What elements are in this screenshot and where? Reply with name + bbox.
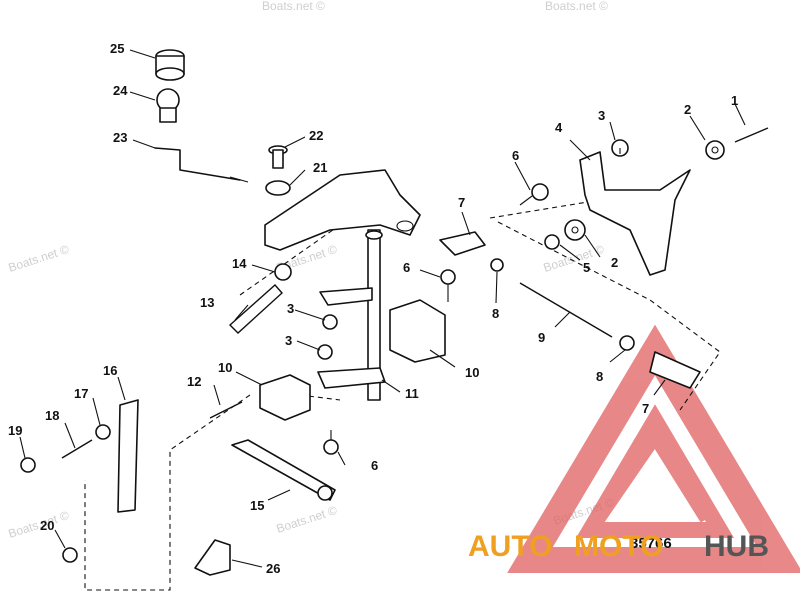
part-threaded-rod (519, 282, 613, 338)
callout-4: 4 (555, 120, 563, 135)
part-link-end-lower (649, 351, 701, 389)
part-upper-lever (319, 287, 373, 306)
brand-part-moto: MOTO (574, 530, 663, 563)
part-nut-8a (490, 258, 504, 272)
callout-1: 1 (731, 93, 738, 108)
callout-23: 23 (113, 130, 127, 145)
part-washer-2b (564, 219, 586, 241)
part-throttle-arm (264, 169, 421, 251)
diagram-number: 35766 (630, 535, 672, 552)
callout-26: 26 (266, 561, 280, 576)
part-bracket-plate (579, 151, 691, 276)
callout-6: 6 (403, 260, 410, 275)
watermark: Boats.net © (545, 0, 608, 13)
part-link-rod (154, 147, 241, 181)
callout-11: 11 (405, 386, 419, 401)
callout-6: 6 (512, 148, 519, 163)
callout-2: 2 (611, 255, 618, 270)
part-ball-stud (323, 183, 549, 455)
callout-5: 5 (583, 260, 590, 275)
callout-18: 18 (45, 408, 59, 423)
callout-13: 13 (200, 295, 214, 310)
callout-2: 2 (684, 102, 691, 117)
part-block-right (389, 299, 446, 363)
watermark: Boats.net © (275, 503, 339, 536)
callout-25: 25 (110, 41, 124, 56)
brand-part-hub: HUB (704, 530, 769, 563)
part-block-left (259, 374, 311, 421)
leader-lines (19, 49, 746, 568)
part-lever-arm (117, 399, 139, 513)
callout-12: 12 (187, 374, 201, 389)
part-nut-20 (62, 547, 78, 563)
part-spring-18 (61, 439, 93, 459)
part-bushing (265, 180, 291, 196)
part-grommet (155, 49, 185, 81)
callout-19: 19 (8, 423, 22, 438)
part-bolt-12 (209, 401, 243, 419)
callout-14: 14 (232, 256, 247, 271)
part-washer-2a (705, 140, 725, 160)
part-nut-14 (274, 263, 292, 281)
callout-3: 3 (598, 108, 605, 123)
part-spring (228, 284, 283, 334)
dashed-leaders (84, 199, 721, 591)
callout-3: 3 (287, 301, 294, 316)
part-screw-1 (734, 127, 769, 143)
part-clip (194, 539, 231, 576)
callout-22: 22 (309, 128, 323, 143)
callout-10: 10 (465, 365, 479, 380)
part-screw (268, 145, 288, 169)
callout-17: 17 (74, 386, 88, 401)
part-nut-19 (20, 457, 36, 473)
callout-24: 24 (113, 83, 128, 98)
callout-10: 10 (218, 360, 232, 375)
watermark: Boats.net © (7, 242, 71, 275)
callout-9: 9 (538, 330, 545, 345)
rod-thread (229, 176, 249, 183)
brand-text: AUTO MOTO HUB (468, 530, 769, 563)
part-linkage (231, 439, 336, 501)
watermark: Boats.net © (262, 0, 325, 13)
callout-15: 15 (250, 498, 264, 513)
part-nut-3b (317, 344, 333, 360)
callout-21: 21 (313, 160, 327, 175)
callout-6: 6 (371, 458, 378, 473)
part-shaft (365, 229, 383, 401)
watermark: Boats.net © (7, 508, 71, 541)
part-nut-3a (322, 314, 338, 330)
callout-7: 7 (642, 401, 649, 416)
part-ball-socket (156, 88, 180, 123)
automotohub-logo (507, 324, 800, 573)
callout-20: 20 (40, 518, 54, 533)
callout-16: 16 (103, 363, 117, 378)
part-washer-17 (95, 424, 111, 440)
part-nut-5 (544, 234, 560, 250)
callout-8: 8 (492, 306, 499, 321)
callout-8: 8 (596, 369, 603, 384)
part-nut-8b (619, 335, 635, 351)
callout-7: 7 (458, 195, 465, 210)
callout-3: 3 (285, 333, 292, 348)
brand-part-auto: AUTO (468, 530, 552, 563)
callouts: 1 2 2 3 3 3 4 5 6 6 6 7 7 8 8 9 10 10 11… (8, 41, 738, 576)
part-link-end-upper (439, 231, 486, 256)
watermarks: Boats.net © Boats.net © Boats.net © Boat… (7, 0, 616, 541)
